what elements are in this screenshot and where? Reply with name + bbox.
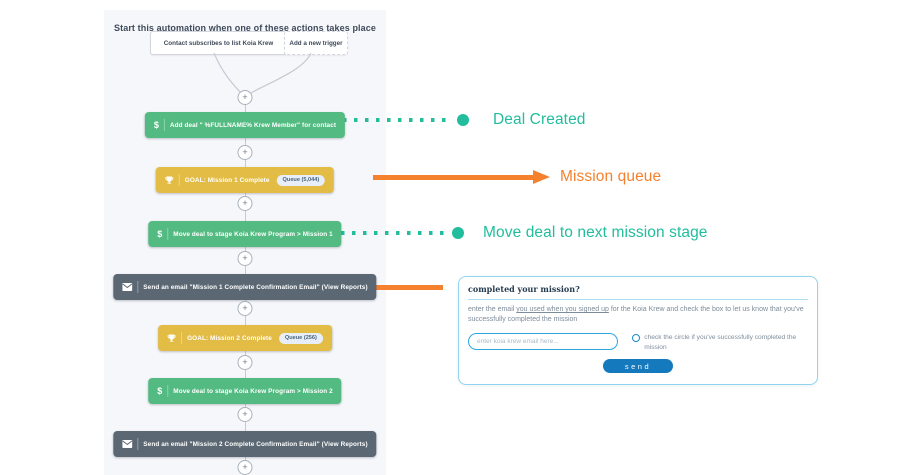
node-send-email-mission-1[interactable]: Send an email "Mission 1 Complete Confir… xyxy=(113,274,377,300)
node-goal-mission-2[interactable]: GOAL: Mission 2 Complete Queue (256) xyxy=(158,325,332,351)
trigger-label: Contact subscribes to list Koia Krew xyxy=(163,39,274,47)
mission-complete-radio[interactable] xyxy=(632,334,641,342)
add-step-button[interactable]: + xyxy=(237,251,253,266)
icon-divider xyxy=(178,174,180,186)
instructions-text: for the Koia Krew and check the box to l… xyxy=(468,306,804,323)
node-add-deal[interactable]: $ Add deal " %FULLNAME% Krew Member" for… xyxy=(144,112,346,138)
teal-end-dot xyxy=(457,114,469,126)
form-instructions: enter the email you used when you signed… xyxy=(468,305,808,325)
node-label: Move deal to stage Koia Krew Program > M… xyxy=(173,230,333,238)
automation-canvas: Start this automation when one of these … xyxy=(104,10,386,475)
queue-badge[interactable]: Queue (256) xyxy=(278,332,323,344)
queue-badge[interactable]: Queue (5,044) xyxy=(276,174,326,186)
instructions-text: enter the email xyxy=(468,306,517,313)
add-step-button[interactable]: + xyxy=(237,355,253,370)
node-goal-mission-1[interactable]: GOAL: Mission 1 Complete Queue (5,044) xyxy=(155,167,335,193)
node-label: Send an email "Mission 2 Complete Confir… xyxy=(143,440,368,448)
icon-divider xyxy=(181,332,183,344)
mission-complete-radio-group: check the circle if you've successfully … xyxy=(632,333,808,352)
node-move-deal-mission-2[interactable]: $ Move deal to stage Koia Krew Program >… xyxy=(148,378,342,404)
annotation-mission-queue: Mission queue xyxy=(560,168,662,185)
signup-link[interactable]: you used when you signed up xyxy=(516,306,609,313)
orange-arrowhead-icon xyxy=(533,170,550,184)
orange-pointer-line xyxy=(373,285,443,290)
envelope-icon xyxy=(122,283,133,291)
radio-label: check the circle if you've successfully … xyxy=(644,334,797,351)
email-input[interactable] xyxy=(468,333,619,350)
send-button[interactable]: send xyxy=(603,359,673,373)
mission-form-card: completed your mission? enter the email … xyxy=(458,276,818,385)
add-new-trigger-button[interactable]: Add a new trigger xyxy=(284,31,348,55)
form-row: check the circle if you've successfully … xyxy=(468,333,808,352)
add-step-button[interactable]: + xyxy=(237,196,253,211)
dollar-icon: $ xyxy=(153,119,159,130)
node-move-deal-mission-1[interactable]: $ Move deal to stage Koia Krew Program >… xyxy=(148,221,342,247)
form-title: completed your mission? xyxy=(468,284,580,294)
trigger-contact-subscribes[interactable]: Contact subscribes to list Koia Krew xyxy=(150,31,287,55)
trigger-label: Add a new trigger xyxy=(289,39,343,47)
teal-dotted-line xyxy=(343,118,451,122)
add-step-button[interactable]: + xyxy=(237,301,253,316)
node-label: Send an email "Mission 1 Complete Confir… xyxy=(143,283,368,291)
node-label: GOAL: Mission 2 Complete xyxy=(187,334,272,342)
node-label: Add deal " %FULLNAME% Krew Member" for c… xyxy=(169,121,337,129)
trophy-icon xyxy=(165,175,174,185)
envelope-icon xyxy=(122,440,133,448)
icon-divider xyxy=(137,281,139,293)
add-step-button[interactable]: + xyxy=(237,90,253,105)
add-step-button[interactable]: + xyxy=(237,145,253,160)
dollar-icon: $ xyxy=(157,385,163,396)
node-send-email-mission-2[interactable]: Send an email "Mission 2 Complete Confir… xyxy=(113,431,377,457)
annotation-move-deal: Move deal to next mission stage xyxy=(483,224,708,241)
dollar-icon: $ xyxy=(157,228,163,239)
node-label: Move deal to stage Koia Krew Program > M… xyxy=(173,387,333,395)
trophy-icon xyxy=(167,333,176,343)
annotation-deal-created: Deal Created xyxy=(493,111,586,128)
add-step-button[interactable]: + xyxy=(237,407,253,422)
form-divider xyxy=(468,299,808,300)
node-label: GOAL: Mission 1 Complete xyxy=(184,176,270,184)
add-step-button[interactable]: + xyxy=(237,460,253,475)
icon-divider xyxy=(137,438,139,450)
teal-dotted-line xyxy=(341,231,447,235)
icon-divider xyxy=(167,228,169,240)
icon-divider xyxy=(163,119,165,131)
orange-arrow-line xyxy=(373,175,534,180)
automation-start-title: Start this automation when one of these … xyxy=(114,23,376,33)
teal-end-dot xyxy=(452,227,464,239)
icon-divider xyxy=(167,385,169,397)
